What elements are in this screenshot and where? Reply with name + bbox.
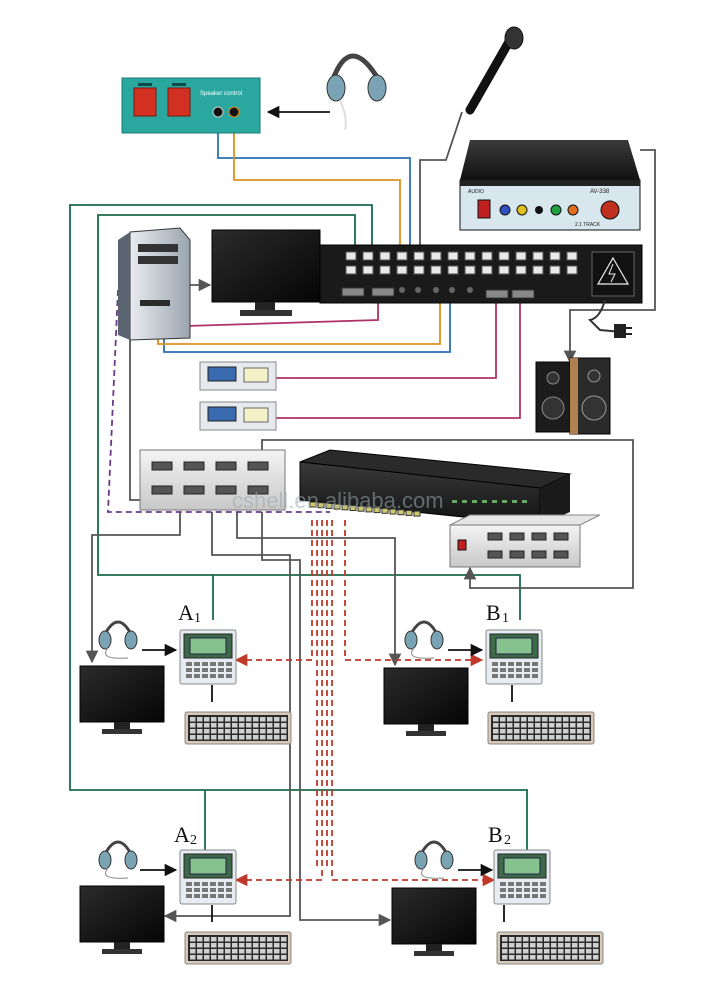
rack-ports	[341, 251, 578, 299]
purple-dashed-cable	[107, 289, 330, 513]
green-cable-left-inner	[97, 214, 356, 620]
station-b2-terminal	[493, 849, 551, 905]
green-cable-left-outer	[69, 204, 528, 855]
svg-text:B: B	[486, 600, 501, 625]
svg-text:2: 2	[504, 833, 511, 848]
red-dashed-a2	[234, 520, 323, 887]
amplifier-subtitle: 2.1 TRACK	[575, 222, 601, 228]
vga-splitter-lower	[449, 514, 601, 568]
headphone-icon	[326, 53, 387, 131]
station-b1	[383, 620, 595, 745]
display-device-1	[199, 361, 277, 391]
vga-splitter-upper	[139, 449, 286, 511]
station-a1-terminal	[179, 629, 237, 685]
amplifier: AUDIO AV-338 2.1 TRACK	[459, 140, 641, 231]
gray-cable-a1-monitor	[85, 512, 181, 664]
station-a2-headphone-icon	[98, 840, 138, 879]
svg-text:A: A	[178, 600, 194, 625]
network-switch	[299, 449, 572, 526]
station-a2-terminal	[179, 849, 237, 905]
station-b1-keyboard	[487, 711, 595, 745]
display-device-2	[199, 401, 277, 431]
main-monitor	[211, 229, 321, 316]
station-label-b1: B 1	[486, 600, 509, 626]
magenta-cable-device-1	[275, 300, 497, 379]
station-b1-monitor	[383, 667, 469, 736]
magenta-cable-device-2	[275, 300, 521, 419]
station-b2-monitor	[391, 887, 477, 956]
station-label-b2: B 2	[488, 822, 511, 848]
station-label-a2: A 2	[174, 822, 197, 848]
red-dashed-b1	[344, 520, 484, 667]
station-b2-headphone-icon	[414, 840, 454, 879]
station-a2	[79, 840, 292, 965]
station-a1-headphone-icon	[98, 620, 138, 659]
blue-cable-switchbox	[217, 125, 411, 255]
svg-text:B: B	[488, 822, 503, 847]
svg-text:1: 1	[194, 611, 201, 626]
amplifier-model: AV-338	[590, 189, 610, 195]
svg-text:2: 2	[190, 833, 197, 848]
station-b1-terminal	[485, 629, 543, 685]
station-label-a1: A 1	[178, 600, 201, 626]
gray-cable-b1-monitor	[236, 512, 402, 667]
station-a2-keyboard	[184, 931, 292, 965]
gray-cable-right-loop	[261, 439, 634, 589]
station-a1	[79, 620, 292, 745]
rack-panel	[319, 244, 643, 304]
station-a2-monitor	[79, 885, 165, 954]
speaker-cable	[563, 149, 656, 364]
red-dashed-a1	[234, 520, 313, 667]
station-b2	[391, 840, 604, 965]
microphone-icon	[465, 26, 524, 115]
svg-text:1: 1	[502, 611, 509, 626]
pc-tower	[118, 227, 191, 341]
station-b2-keyboard	[496, 931, 604, 965]
speaker-switch-box: Speaker control	[121, 77, 261, 134]
switch-box-label: Speaker control	[200, 91, 242, 97]
mic-cable	[419, 111, 463, 255]
amplifier-brand: AUDIO	[468, 189, 484, 195]
station-a1-keyboard	[184, 711, 292, 745]
stations	[79, 620, 604, 965]
power-plug-icon	[587, 299, 632, 338]
watermark-text: cshell.en.alibaba.com	[232, 488, 444, 513]
station-b1-headphone-icon	[404, 620, 444, 659]
red-dashed-b2	[331, 520, 496, 887]
station-a1-monitor	[79, 665, 165, 734]
gray-cable-b2-monitor	[261, 512, 392, 927]
orange-cable-switchbox	[233, 125, 401, 288]
gray-cable-a2-monitor	[163, 512, 291, 923]
green-cable-b1	[213, 574, 521, 620]
svg-text:A: A	[174, 822, 190, 847]
speakers	[535, 357, 611, 435]
